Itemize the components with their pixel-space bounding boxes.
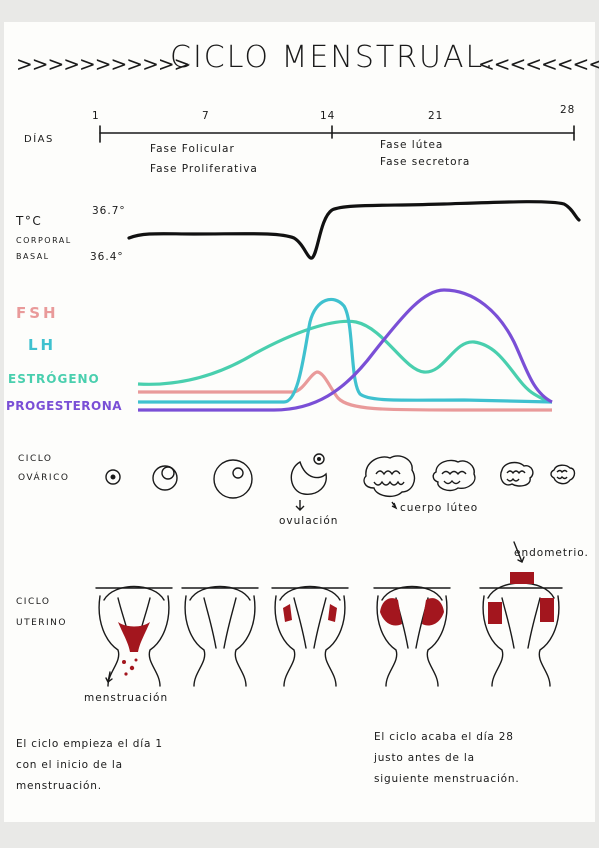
phase-secretory: Fase secretora (380, 156, 471, 168)
progesterone-curve (138, 288, 553, 412)
estrogen-curve (137, 319, 553, 404)
temp-label-corporal: CORPORAL (16, 236, 72, 245)
ovarian-label-ciclo: CICLO (18, 454, 53, 464)
corpus-luteum-large (363, 455, 416, 510)
endometrium-thin-right (328, 604, 337, 622)
endometrium-thick-left (488, 602, 502, 624)
endometrium-label: endometrio. (514, 547, 589, 559)
tick-label-day-14: 14 (320, 110, 336, 122)
corpus-albicans (550, 464, 576, 485)
note-cycle-start: El ciclo empieza el día 1 con el inicio … (16, 734, 216, 797)
fsh-curve (138, 370, 552, 412)
phase-follicular: Fase Folicular (150, 143, 235, 155)
days-label: DÍAS (24, 134, 54, 145)
follicle-primordial (105, 469, 121, 485)
note-end-line-3: siguiente menstruación. (374, 773, 520, 785)
menstruation-arrow (105, 671, 113, 684)
temperature-curve (127, 200, 581, 260)
uterus-day-7 (181, 585, 259, 687)
endometrium-thick-top (510, 572, 534, 584)
uterus-day-1 (95, 585, 173, 687)
ovulating-follicle (290, 453, 327, 511)
temp-label-t: T°C (16, 214, 43, 228)
menstruation-label: menstruación (84, 692, 169, 704)
temp-low-value: 36.4° (90, 251, 124, 263)
ovarian-label-ovarico: OVÁRICO (18, 473, 70, 483)
temp-high-value: 36.7° (92, 205, 126, 217)
follicle-secondary (213, 459, 253, 499)
endometrium-medium-left (380, 598, 402, 626)
lh-curve (138, 297, 553, 404)
ovulation-label: ovulación (279, 515, 339, 527)
note-end-line-1: El ciclo acaba el día 28 (374, 731, 514, 743)
title-left-decoration: >>>>>>>>>>> (16, 52, 190, 76)
note-end-line-2: justo antes de la (374, 752, 475, 764)
uterus-day-14 (271, 585, 349, 687)
temp-label-basal: BASAL (16, 252, 50, 261)
tick-label-day-21: 21 (428, 110, 444, 122)
hormone-label-lh: LH (28, 336, 57, 354)
note-start-line-3: menstruación. (16, 780, 102, 792)
tick-label-day-7: 7 (202, 110, 210, 122)
endometrium-thin-left (283, 604, 292, 622)
diagram-canvas (95, 125, 581, 687)
corpus-luteum-label: cuerpo lúteo (400, 502, 479, 514)
page-title: CICLO MENSTRUAL. (170, 40, 496, 75)
endometrium-thick-right (540, 598, 554, 622)
note-cycle-end: El ciclo acaba el día 28 justo antes de … (374, 727, 584, 790)
phase-proliferative: Fase Proliferativa (150, 163, 258, 175)
hormone-label-fsh: FSH (16, 304, 59, 322)
hormone-label-progesterone: PROGESTERONA (6, 399, 123, 413)
menstrual-blood (118, 622, 150, 652)
drawing-sheet: >>>>>>>>>>> CICLO MENSTRUAL. <<<<<<<< DÍ… (4, 22, 599, 822)
corpus-luteum-small (500, 461, 534, 487)
follicle-primary (152, 465, 178, 491)
phase-luteal: Fase lútea (380, 139, 444, 151)
tick-label-day-28: 28 (560, 104, 576, 116)
tick-label-day-1: 1 (92, 110, 100, 122)
corpus-luteum-medium (432, 459, 476, 492)
uterine-label-ciclo: CICLO (16, 597, 51, 607)
hormone-label-estrogen: ESTRÓGENO (8, 372, 100, 386)
uterine-label-uterino: UTERINO (16, 618, 67, 628)
note-start-line-2: con el inicio de la (16, 759, 123, 771)
endometrium-medium-right (422, 598, 444, 626)
title-right-decoration: <<<<<<<< (478, 52, 599, 76)
note-start-line-1: El ciclo empieza el día 1 (16, 738, 163, 750)
